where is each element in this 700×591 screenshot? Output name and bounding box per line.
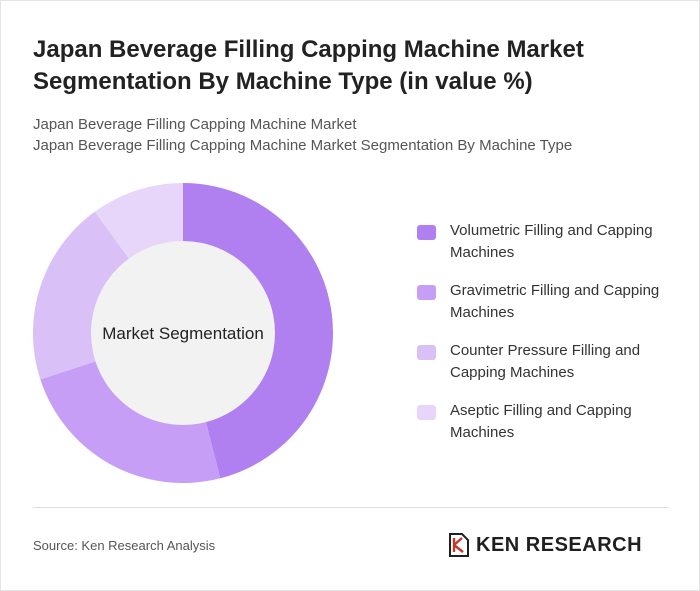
chart-title: Japan Beverage Filling Capping Machine M… — [33, 36, 584, 95]
chart-subtitle: Japan Beverage Filling Capping Machine M… — [33, 114, 673, 156]
donut-chart: Market Segmentation — [32, 183, 334, 483]
brand-logo: KEN RESEARCH — [448, 531, 642, 559]
subtitle-line-2: Japan Beverage Filling Capping Machine M… — [33, 137, 573, 154]
subtitle-line-1: Japan Beverage Filling Capping Machine M… — [33, 116, 357, 133]
brand-name: KEN RESEARCH — [476, 533, 643, 556]
donut-center-label: Market Segmentation — [102, 324, 264, 343]
legend-swatch — [417, 225, 436, 240]
ken-research-logo-icon — [449, 533, 469, 557]
footer-divider — [33, 507, 669, 508]
legend-item-3: Counter Pressure Filling and Capping Mac… — [417, 340, 687, 384]
source-note: Source: Ken Research Analysis — [33, 538, 216, 553]
legend-label: Counter Pressure Filling and Capping Mac… — [450, 342, 641, 381]
legend-label: Gravimetric Filling and Capping Machines — [450, 282, 660, 321]
legend-item-4: Aseptic Filling and Capping Machines — [417, 400, 687, 444]
legend-swatch — [417, 285, 436, 300]
legend-item-2: Gravimetric Filling and Capping Machines — [417, 280, 687, 324]
legend-swatch — [417, 405, 436, 420]
legend-label: Aseptic Filling and Capping Machines — [450, 402, 632, 441]
legend-swatch — [417, 345, 436, 360]
legend-item-1: Volumetric Filling and Capping Machines — [417, 220, 687, 264]
legend-label: Volumetric Filling and Capping Machines — [450, 222, 653, 261]
donut-hole — [91, 241, 275, 425]
